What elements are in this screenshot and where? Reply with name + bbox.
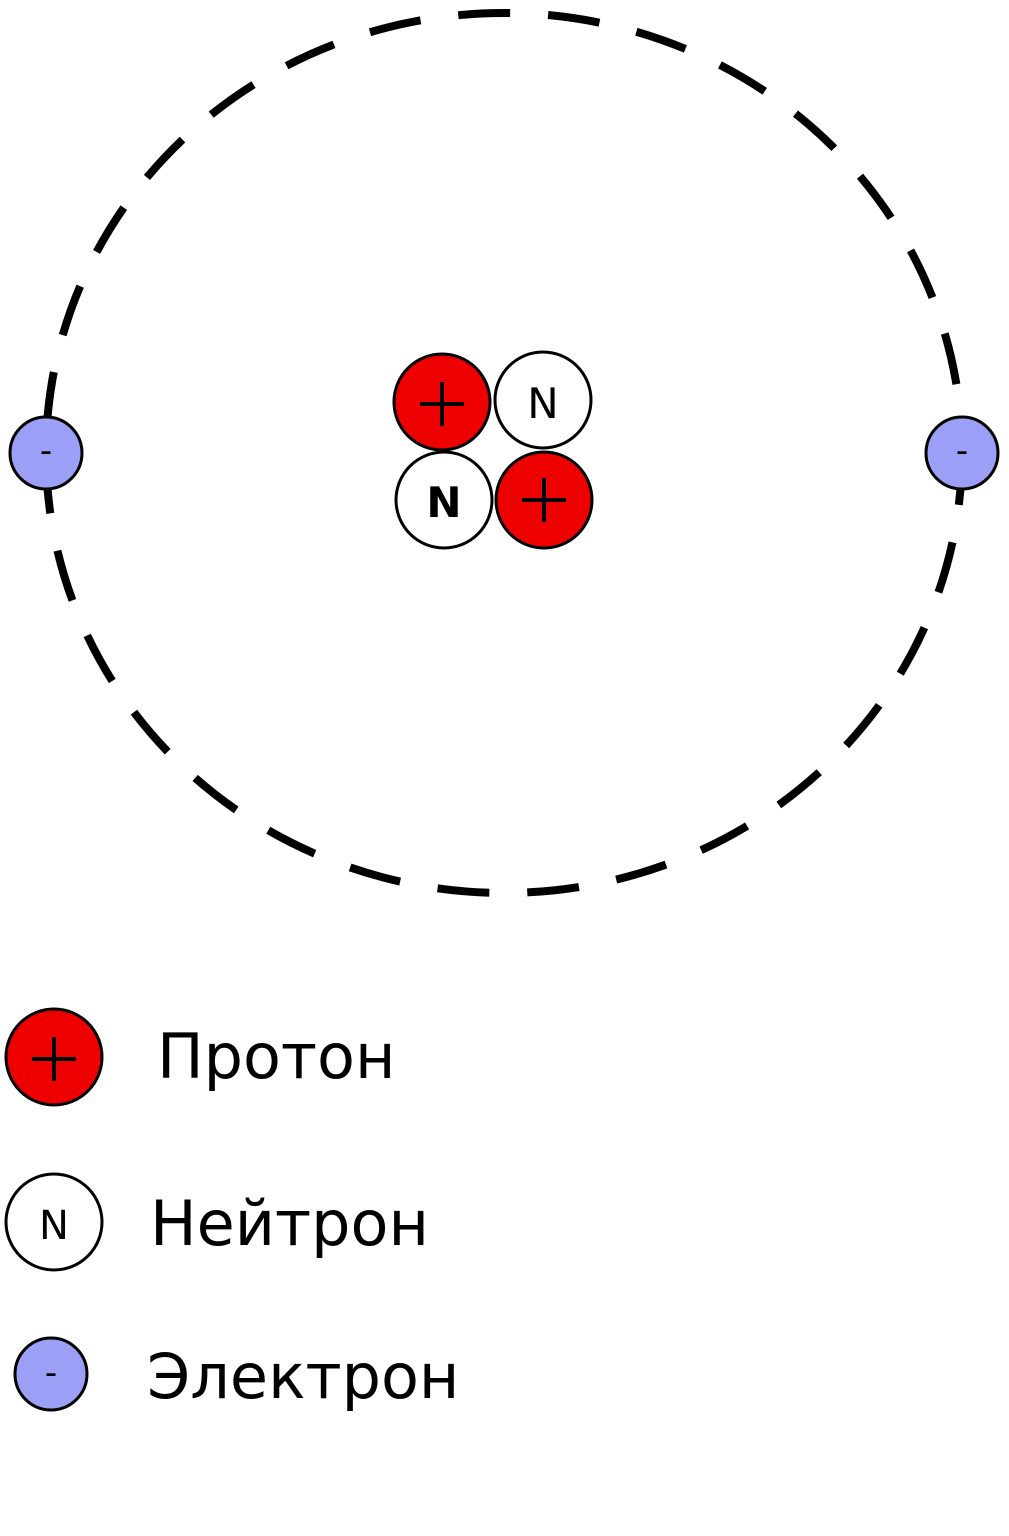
neutron-symbol: N bbox=[527, 379, 558, 428]
legend-neutron-icon: N bbox=[4, 1172, 104, 1272]
nucleus-proton-1 bbox=[392, 352, 492, 452]
electron-right: - bbox=[924, 415, 1000, 491]
legend-proton-label: Протон bbox=[157, 1020, 396, 1093]
legend-item-electron: - Электрон bbox=[13, 1336, 459, 1413]
electron-symbol: - bbox=[956, 431, 968, 471]
legend-electron-icon: - bbox=[13, 1336, 89, 1412]
legend-neutron-label: Нейтрон bbox=[150, 1187, 429, 1260]
legend-proton-icon bbox=[4, 1007, 104, 1107]
electron-symbol: - bbox=[45, 1353, 57, 1393]
nucleus-proton-2 bbox=[494, 450, 594, 550]
legend-item-proton: Протон bbox=[4, 1007, 396, 1107]
electron-orbit bbox=[42, 9, 966, 897]
legend-item-neutron: N Нейтрон bbox=[4, 1172, 429, 1272]
electron-left: - bbox=[8, 415, 84, 491]
nucleus: N N bbox=[392, 350, 594, 550]
legend-electron-label: Электрон bbox=[147, 1340, 459, 1413]
nucleus-neutron-2: N bbox=[394, 450, 494, 550]
electron-symbol: - bbox=[40, 431, 52, 471]
neutron-symbol: N bbox=[39, 1203, 69, 1249]
neutron-symbol: N bbox=[426, 478, 461, 527]
legend: Протон N Нейтрон - Электрон bbox=[4, 1007, 459, 1413]
nucleus-neutron-1: N bbox=[493, 350, 593, 450]
